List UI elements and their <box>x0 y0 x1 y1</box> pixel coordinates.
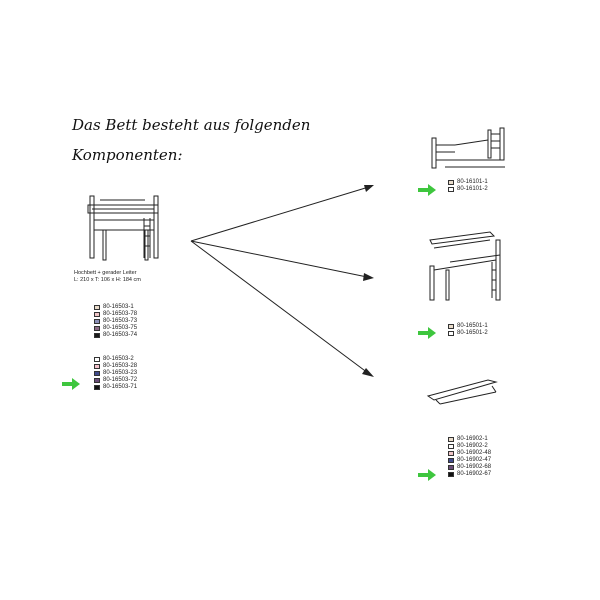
component-2-drawing <box>429 231 501 301</box>
main-product-caption-line-1: Hochbett + gerader Leiter <box>74 270 137 276</box>
arrow-head-2 <box>363 273 374 281</box>
component-2-code: 80-16501-2 <box>457 330 488 336</box>
main-product-group-2-row: 80-16503-23 <box>94 370 137 377</box>
main-product-group-1-row: 80-16503-75 <box>94 325 137 332</box>
component-3-row: 80-16902-2 <box>448 443 491 450</box>
color-swatch <box>448 472 454 477</box>
component-2-row: 80-16501-2 <box>448 330 488 337</box>
color-swatch <box>94 326 100 331</box>
color-swatch <box>448 458 454 463</box>
component-2-code: 80-16501-1 <box>457 323 488 329</box>
color-swatch <box>94 385 100 390</box>
green-arrow-icon-component-1 <box>418 184 436 196</box>
arrow-to-component-2 <box>190 240 373 279</box>
main-product-group-1-row: 80-16503-1 <box>94 304 137 311</box>
main-product-group-2-code: 80-16503-28 <box>103 363 138 369</box>
color-swatch <box>448 437 454 442</box>
component-3-row: 80-16902-67 <box>448 471 491 478</box>
component-1-drawing <box>431 127 505 169</box>
component-1-row: 80-16101-2 <box>448 186 488 193</box>
green-arrow-icon-component-2 <box>418 327 436 339</box>
main-product-group-1-code: 80-16503-74 <box>103 332 138 338</box>
component-3-row: 80-16902-48 <box>448 450 491 457</box>
color-swatch <box>448 465 454 470</box>
main-product-group-1-code: 80-16503-73 <box>103 318 138 324</box>
connector-arrows <box>190 185 374 377</box>
main-product-group-1-code: 80-16503-78 <box>103 311 138 317</box>
component-3-code: 80-16902-1 <box>457 436 488 442</box>
component-1-code: 80-16101-2 <box>457 186 488 192</box>
color-swatch <box>448 451 454 456</box>
main-product-group-2-code: 80-16503-2 <box>103 356 134 362</box>
color-swatch <box>94 312 100 317</box>
color-swatch <box>448 324 454 329</box>
color-swatch <box>94 333 100 338</box>
component-2-row: 80-16501-1 <box>448 323 488 330</box>
main-product-caption: Hochbett + gerader Leiter L: 210 x T: 10… <box>74 270 141 284</box>
arrow-to-component-1 <box>190 185 373 242</box>
main-product-group-2-row: 80-16503-71 <box>94 384 137 391</box>
green-arrow-icon-component-3 <box>418 469 436 481</box>
component-3-code: 80-16902-47 <box>457 457 492 463</box>
arrow-head-3 <box>362 368 374 377</box>
component-1-row: 80-16101-1 <box>448 179 488 186</box>
arrow-head-1 <box>364 185 374 192</box>
color-swatch <box>94 364 100 369</box>
color-swatch <box>448 444 454 449</box>
color-swatch <box>94 371 100 376</box>
main-product-group-2-row: 80-16503-28 <box>94 363 137 370</box>
component-1-code: 80-16101-1 <box>457 179 488 185</box>
color-swatch <box>448 187 454 192</box>
component-3-row: 80-16902-47 <box>448 457 491 464</box>
component-3-row: 80-16902-1 <box>448 436 491 443</box>
main-product-group-1-code: 80-16503-75 <box>103 325 138 331</box>
component-3-code: 80-16902-2 <box>457 443 488 449</box>
green-arrow-icon-main <box>62 378 80 390</box>
loft-bed-drawing <box>87 195 159 261</box>
color-swatch <box>94 305 100 310</box>
color-swatch <box>448 180 454 185</box>
color-swatch <box>94 378 100 383</box>
main-product-group-1-row: 80-16503-74 <box>94 332 137 339</box>
component-3-drawing <box>426 379 498 405</box>
arrow-to-component-3 <box>190 240 373 377</box>
component-3-row: 80-16902-68 <box>448 464 491 471</box>
component-3-code: 80-16902-68 <box>457 464 492 470</box>
color-swatch <box>448 331 454 336</box>
main-product-group-1-row: 80-16503-78 <box>94 311 137 318</box>
main-product-group-1-row: 80-16503-73 <box>94 318 137 325</box>
green-arrows <box>62 184 436 481</box>
main-product-group-1-code: 80-16503-1 <box>103 304 134 310</box>
main-product-group-2-code: 80-16503-71 <box>103 384 138 390</box>
title-line-1: Das Bett besteht aus folgenden <box>72 116 311 134</box>
color-swatch <box>94 319 100 324</box>
main-product-group-2-code: 80-16503-23 <box>103 370 138 376</box>
component-3-code: 80-16902-48 <box>457 450 492 456</box>
color-swatch <box>94 357 100 362</box>
title-line-2: Komponenten: <box>72 146 183 164</box>
main-product-group-2-row: 80-16503-72 <box>94 377 137 384</box>
component-3-code: 80-16902-67 <box>457 471 492 477</box>
main-product-caption-line-2: L: 210 x T: 106 x H: 184 cm <box>74 277 141 283</box>
main-product-group-2-row: 80-16503-2 <box>94 356 137 363</box>
main-product-group-2-code: 80-16503-72 <box>103 377 138 383</box>
